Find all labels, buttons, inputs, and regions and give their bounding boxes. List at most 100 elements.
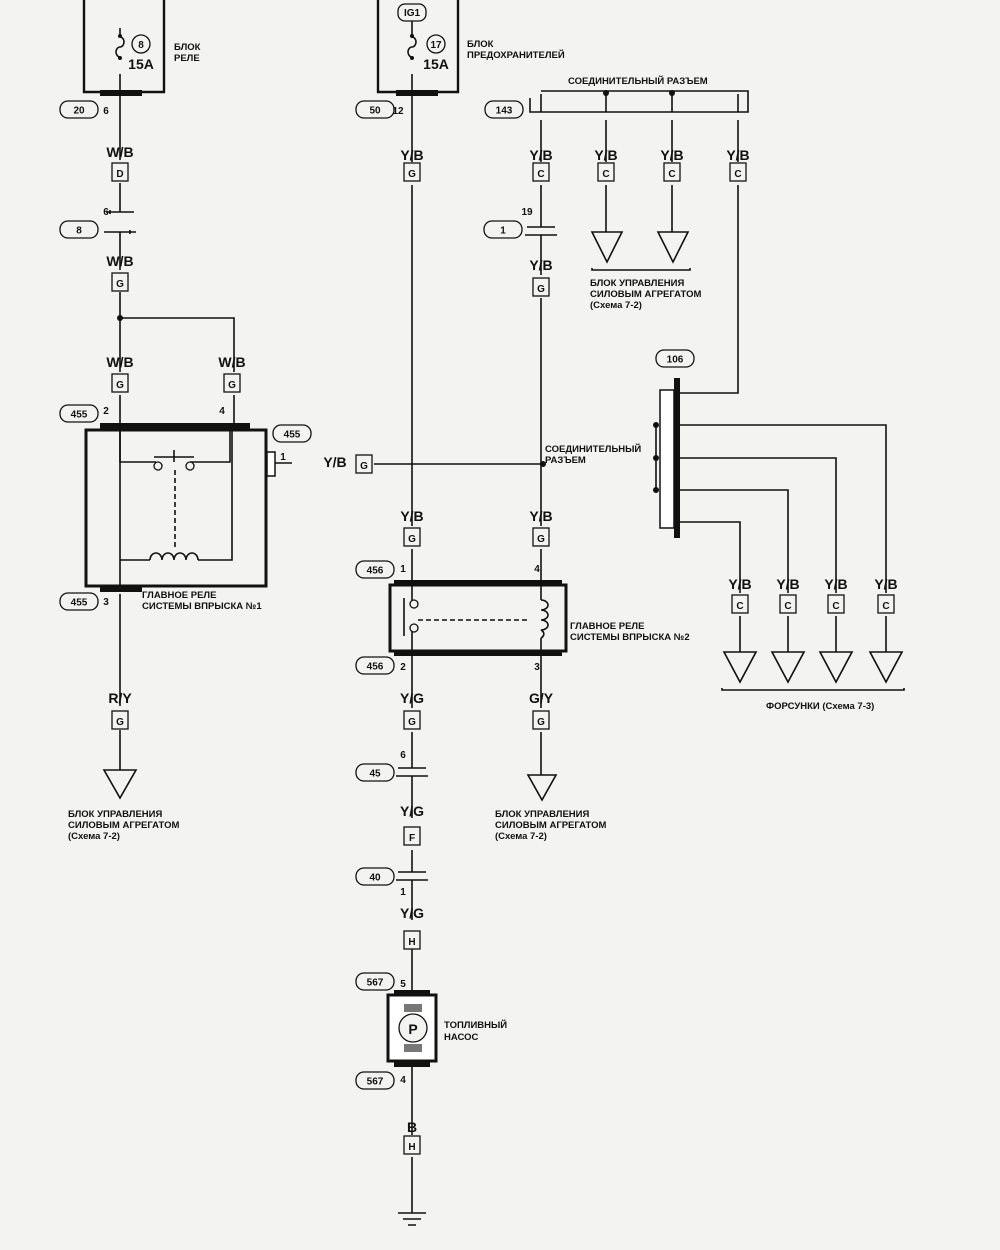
connector-letter: C — [784, 601, 791, 612]
connector-letter: C — [734, 169, 741, 180]
ecu-terminal-icon — [526, 774, 558, 802]
ecm-label-left-3: (Схема 7-2) — [68, 831, 120, 842]
injector-terminal-icon — [818, 651, 854, 684]
connector-letter: G — [537, 284, 545, 295]
relay-block: 8 15A БЛОК РЕЛЕ — [82, 0, 201, 96]
joint-connector-label-mid-2: РАЗЪЕМ — [545, 455, 586, 466]
fuel-pump: P ТОПЛИВНЫЙ НАСОС — [386, 990, 507, 1067]
pin-number: 6 — [103, 207, 109, 218]
connector-letter-box: C — [779, 594, 797, 614]
ecm-label-top-1: БЛОК УПРАВЛЕНИЯ — [590, 278, 684, 289]
connector-letter-box: C — [731, 594, 749, 614]
injector-terminal-icon — [770, 651, 806, 684]
joint-connector-label-top: СОЕДИНИТЕЛЬНЫЙ РАЗЪЕМ — [568, 75, 708, 87]
wire-color-code: W/B — [106, 253, 133, 269]
connector-id: 106 — [667, 355, 684, 366]
wire-color-code: Y/B — [874, 576, 897, 592]
pin-number: 19 — [521, 207, 533, 218]
connector-letter-box: G — [111, 373, 129, 393]
pin-number: 1 — [280, 452, 286, 463]
pin-number: 6 — [103, 106, 109, 117]
connector-id: 20 — [73, 106, 85, 117]
connector-letter-box: G — [111, 272, 129, 292]
connector-letter: F — [409, 833, 415, 844]
connector-letter-box: C — [663, 162, 681, 182]
connector-id: 40 — [369, 873, 381, 884]
ground-icon — [398, 1212, 426, 1226]
connector-letter: G — [360, 461, 368, 472]
coil-icon — [540, 599, 549, 639]
wire-color-code: Y/G — [400, 690, 424, 706]
connector-letter: C — [537, 169, 544, 180]
pin-number: 2 — [103, 406, 109, 417]
connector-letter: C — [882, 601, 889, 612]
connector-id-badge: 20 — [59, 100, 99, 119]
terminal-triangles — [102, 231, 905, 802]
connector-id-badge: 50 — [355, 100, 395, 119]
connector-letter: C — [602, 169, 609, 180]
connector-id-badge: 143 — [484, 100, 524, 119]
connector-letter-box: H — [403, 1135, 421, 1155]
connector-id-badge: 456 — [355, 656, 395, 675]
pin-number: 4 — [219, 406, 225, 417]
connector-id-badge: 455 — [272, 424, 312, 443]
relay1-label-2: СИСТЕМЫ ВПРЫСКА №1 — [142, 601, 262, 612]
connector-id: 143 — [496, 106, 513, 117]
connector-id-badge: 456 — [355, 560, 395, 579]
fuse-icon — [407, 34, 417, 60]
wire-color-code: Y/B — [776, 576, 799, 592]
connector-letter-box: C — [729, 162, 747, 182]
pin-number: 3 — [534, 662, 540, 673]
fuse-number-badge — [131, 34, 151, 54]
connector-letter-box: D — [111, 162, 129, 182]
pump-label-1: ТОПЛИВНЫЙ — [444, 1019, 507, 1031]
connector-id: 567 — [367, 978, 384, 989]
wire-color-code: Y/B — [529, 147, 552, 163]
annotations: СОЕДИНИТЕЛЬНЫЙ РАЗЪЕМ СОЕДИНИТЕЛЬНЫЙ РАЗ… — [68, 75, 874, 842]
connector-letter: G — [408, 717, 416, 728]
main-relay-2 — [388, 580, 568, 656]
fuse-number-badge — [426, 34, 446, 54]
pin-number: 12 — [392, 106, 404, 117]
connector-letter-box: C — [597, 162, 615, 182]
connector-id-badge: 106 — [655, 349, 695, 368]
connector-letter: C — [668, 169, 675, 180]
wire-color-code: Y/B — [529, 257, 552, 273]
pin-number: 1 — [400, 887, 406, 898]
pin-number: 1 — [400, 564, 406, 575]
ecm-label-mid-3: (Схема 7-2) — [495, 831, 547, 842]
relay2-label-2: СИСТЕМЫ ВПРЫСКА №2 — [570, 632, 690, 643]
injector-terminal-icon — [868, 651, 904, 684]
wire-color-code: Y/G — [400, 803, 424, 819]
connector-letter: H — [408, 1142, 415, 1153]
connector-id-badge: 567 — [355, 1071, 395, 1090]
connector-id-badge: 40 — [355, 867, 395, 886]
connector-id: 50 — [369, 106, 381, 117]
ecm-label-left-1: БЛОК УПРАВЛЕНИЯ — [68, 809, 162, 820]
connector-id: 567 — [367, 1077, 384, 1088]
inline-connectors — [104, 210, 557, 881]
connector-letter-box: G — [223, 373, 241, 393]
wire-color-code: Y/B — [594, 147, 617, 163]
coil-icon — [149, 552, 199, 561]
relay-block-label-2: РЕЛЕ — [174, 53, 200, 64]
pump-symbol: P — [408, 1021, 417, 1037]
ecm-label-left-2: СИЛОВЫМ АГРЕГАТОМ — [68, 820, 180, 831]
joint-connector-label-mid-1: СОЕДИНИТЕЛЬНЫЙ — [545, 443, 641, 455]
wire-color-code: Y/G — [400, 905, 424, 921]
pin-number: 6 — [400, 750, 406, 761]
pin-number: 5 — [400, 979, 406, 990]
connector-letter: G — [116, 279, 124, 290]
wire-color-code: W/B — [218, 354, 245, 370]
ig1-label: IG1 — [404, 8, 421, 19]
fuse-icon — [115, 34, 125, 60]
connector-letter-box: G — [403, 710, 421, 730]
connector-letter-box: C — [827, 594, 845, 614]
connector-id-badge: 1 — [483, 220, 523, 239]
pin-number: 2 — [400, 662, 406, 673]
connector-letter: H — [408, 937, 415, 948]
